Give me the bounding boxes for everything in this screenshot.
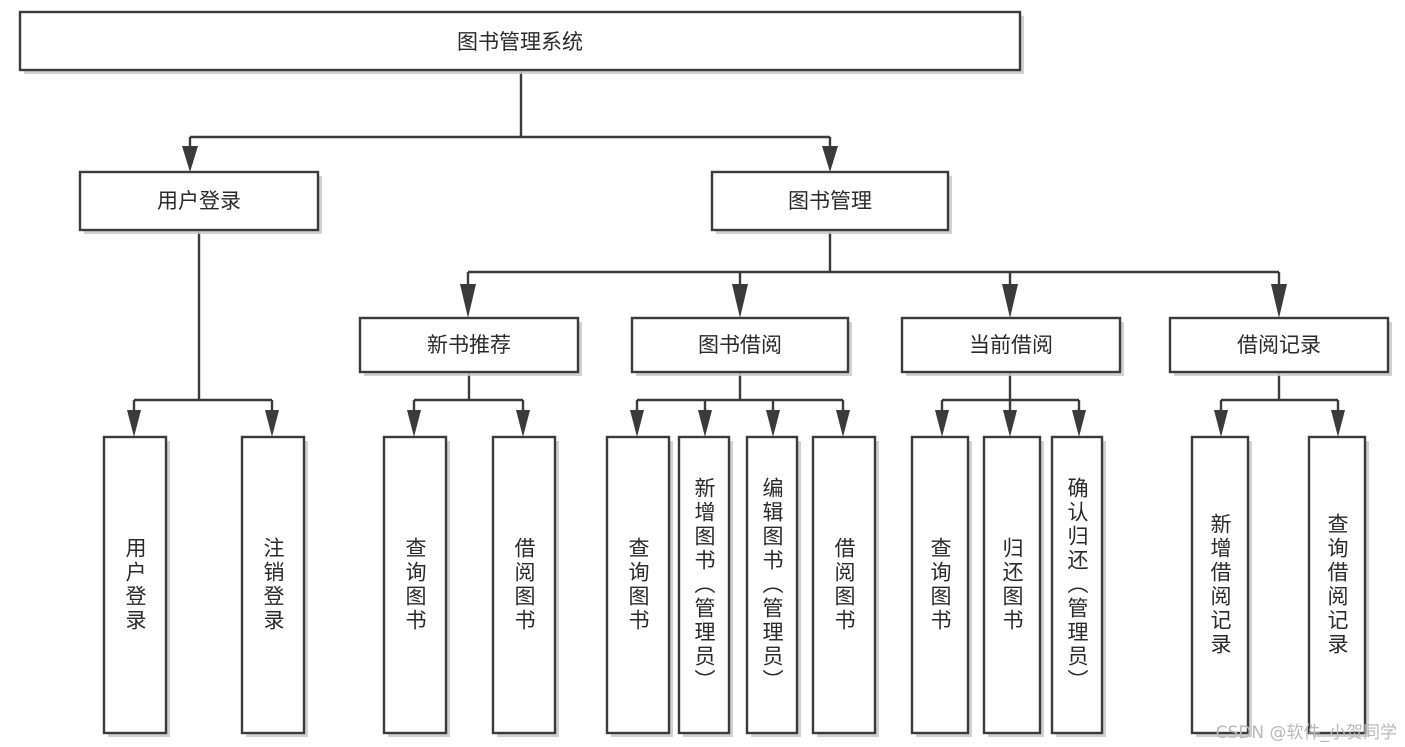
node-box (1307, 435, 1367, 735)
arrow-root-to-user-login (182, 146, 198, 172)
node-label: 新增借阅记录 (1208, 513, 1232, 657)
node-box (240, 435, 306, 735)
leaf-query-borrow-record[interactable]: 查询借阅记录 (1307, 435, 1369, 737)
arrow-bookborrow-to-add-book (698, 410, 712, 437)
edges-layer (127, 72, 1345, 437)
arrow-userlogin-to-logout-leaf (265, 410, 279, 437)
node-box (1168, 316, 1390, 374)
node-box (900, 316, 1122, 374)
arrow-bookmgmt-to-new-book (460, 284, 476, 318)
node-label: 注销登录 (261, 537, 285, 633)
leaf-user-login[interactable]: 用户登录 (102, 435, 170, 737)
node-label: 查询借阅记录 (1325, 513, 1349, 657)
leaf-add-book-admin[interactable]: 新增图书（管理员） (677, 435, 733, 737)
node-book-management[interactable]: 图书管理 (710, 170, 952, 234)
arrow-bookmgmt-to-borrow-record (1271, 284, 1287, 318)
arrow-bookborrow-to-query-book (630, 410, 644, 437)
node-label: 新增图书（管理员） (692, 477, 716, 693)
node-box (677, 435, 731, 735)
node-box (78, 170, 320, 232)
leaf-add-borrow-record[interactable]: 新增借阅记录 (1190, 435, 1252, 737)
node-label: 图书管理 (788, 189, 872, 213)
arrow-bookmgmt-to-current-borrow (1002, 284, 1018, 318)
arrow-bookborrow-to-edit-book (766, 410, 780, 437)
leaf-return-book[interactable]: 归还图书 (982, 435, 1044, 737)
node-box (18, 10, 1022, 72)
leaf-confirm-return-admin[interactable]: 确认归还（管理员） (1050, 435, 1106, 737)
node-box (811, 435, 877, 735)
arrow-newbook-to-query-book (407, 410, 421, 437)
arrow-currentborrow-to-return-book (1003, 410, 1017, 437)
node-box (382, 435, 448, 735)
node-label: 查询图书 (626, 537, 650, 633)
node-box (358, 316, 580, 374)
node-label: 图书管理系统 (457, 30, 583, 54)
node-label: 借阅记录 (1237, 333, 1321, 357)
node-label: 查询图书 (403, 537, 427, 633)
node-label: 新书推荐 (427, 333, 511, 357)
arrow-currentborrow-to-query-book (935, 410, 949, 437)
leaf-logout[interactable]: 注销登录 (240, 435, 308, 737)
node-box (710, 170, 950, 232)
leaf-borrow-query-book[interactable]: 查询图书 (605, 435, 673, 737)
node-new-book-recommend[interactable]: 新书推荐 (358, 316, 582, 376)
node-label: 用户登录 (123, 537, 147, 633)
node-current-borrow[interactable]: 当前借阅 (900, 316, 1124, 376)
arrow-currentborrow-to-confirm-return (1072, 410, 1086, 437)
node-box (1050, 435, 1104, 735)
node-label: 用户登录 (157, 189, 241, 213)
node-label: 借阅图书 (512, 537, 536, 633)
node-label: 编辑图书（管理员） (760, 477, 784, 693)
arrow-bookmgmt-to-book-borrow (732, 284, 748, 318)
arrow-borrowrecord-to-add-record (1214, 410, 1228, 437)
node-borrow-record[interactable]: 借阅记录 (1168, 316, 1392, 376)
node-label: 确认归还（管理员） (1065, 477, 1089, 693)
node-root-book-management-system[interactable]: 图书管理系统 (18, 10, 1024, 74)
node-label: 查询图书 (928, 537, 952, 633)
node-box (745, 435, 799, 735)
node-box (982, 435, 1042, 735)
node-box (491, 435, 557, 735)
node-label: 图书借阅 (698, 333, 782, 357)
arrow-root-to-book-mgmt (822, 146, 838, 172)
node-book-borrow[interactable]: 图书借阅 (630, 316, 852, 376)
node-label: 借阅图书 (832, 537, 856, 633)
arrow-newbook-to-borrow-book (516, 410, 530, 437)
arrow-borrowrecord-to-query-record (1331, 410, 1345, 437)
node-box (102, 435, 168, 735)
leaf-new-borrow-book[interactable]: 借阅图书 (491, 435, 559, 737)
node-label: 当前借阅 (969, 333, 1053, 357)
leaf-current-query-book[interactable]: 查询图书 (910, 435, 972, 737)
leaf-edit-book-admin[interactable]: 编辑图书（管理员） (745, 435, 801, 737)
node-user-login[interactable]: 用户登录 (78, 170, 322, 234)
arrow-userlogin-to-user-login-leaf (127, 410, 141, 437)
arrow-bookborrow-to-borrow-book (836, 410, 850, 437)
node-box (910, 435, 970, 735)
leaf-borrow-book[interactable]: 借阅图书 (811, 435, 879, 737)
node-box (630, 316, 850, 374)
csdn-watermark: CSDN @软件_小贺同学 (1215, 723, 1397, 743)
node-box (1190, 435, 1250, 735)
leaf-new-query-book[interactable]: 查询图书 (382, 435, 450, 737)
node-label: 归还图书 (1000, 537, 1024, 633)
node-box (605, 435, 671, 735)
